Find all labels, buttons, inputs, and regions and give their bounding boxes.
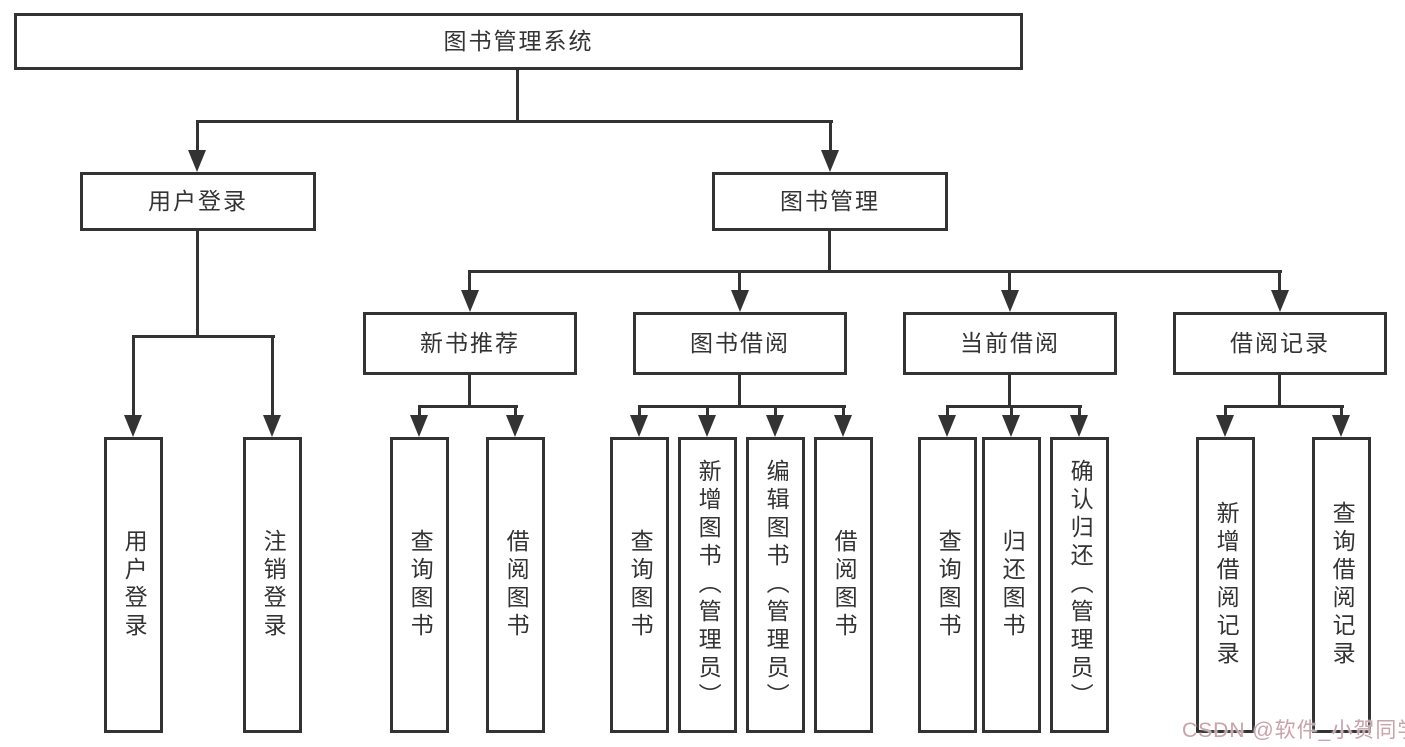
arrow-down-icon <box>506 415 524 437</box>
arrow-down-icon <box>1070 415 1088 437</box>
arrow-down-icon <box>698 415 716 437</box>
arrow-down-icon <box>188 150 206 172</box>
connector-hline <box>1224 405 1344 408</box>
connector-book-mgmt-drop <box>829 120 832 152</box>
leaf-add-books-admin: 新增图书（管理员） <box>678 437 737 733</box>
arrow-down-icon <box>1001 290 1019 312</box>
node-book-management: 图书管理 <box>712 172 948 231</box>
connector-drop <box>418 405 421 417</box>
connector-drop <box>638 405 641 417</box>
node-new-book-recommend-label: 新书推荐 <box>420 330 520 356</box>
node-user-login: 用户登录 <box>80 172 316 231</box>
arrow-down-icon <box>766 415 784 437</box>
connector-stub <box>738 375 741 405</box>
leaf-label: 查询图书 <box>935 529 962 641</box>
leaf-confirm-return-admin: 确认归还（管理员） <box>1050 437 1109 733</box>
leaf-label: 归还图书 <box>999 529 1026 641</box>
connector-hline <box>132 335 275 338</box>
arrow-down-icon <box>1216 415 1234 437</box>
connector-drop <box>132 335 135 417</box>
connector-hline <box>946 405 1082 408</box>
leaf-label: 新增图书（管理员） <box>695 459 722 711</box>
node-current-borrow-label: 当前借阅 <box>960 330 1060 356</box>
arrow-down-icon <box>410 415 428 437</box>
leaf-edit-books-admin: 编辑图书（管理员） <box>746 437 805 733</box>
node-borrow-record-label: 借阅记录 <box>1230 330 1330 356</box>
node-book-borrow: 图书借阅 <box>633 312 847 375</box>
node-root-label: 图书管理系统 <box>443 28 594 54</box>
leaf-label: 借阅图书 <box>831 529 858 641</box>
connector-drop <box>1340 405 1343 417</box>
connector-drop <box>842 405 845 417</box>
connector-drop <box>946 405 949 417</box>
connector-stub <box>196 231 199 335</box>
arrow-down-icon <box>630 415 648 437</box>
connector-root-hline <box>196 120 833 123</box>
connector-stub <box>828 231 831 270</box>
connector-stub <box>1278 375 1281 405</box>
leaf-label: 用户登录 <box>121 529 148 641</box>
leaf-return-books: 归还图书 <box>982 437 1041 733</box>
node-root: 图书管理系统 <box>14 13 1023 70</box>
leaf-query-books-recommend: 查询图书 <box>390 437 449 733</box>
connector-drop <box>271 335 274 417</box>
arrow-down-icon <box>1271 290 1289 312</box>
connector-user-login-drop <box>196 120 199 152</box>
connector-drop <box>1278 270 1281 292</box>
node-new-book-recommend: 新书推荐 <box>363 312 577 375</box>
connector-drop <box>514 405 517 417</box>
connector-drop <box>738 270 741 292</box>
connector-drop <box>1010 405 1013 417</box>
connector-drop <box>1224 405 1227 417</box>
arrow-down-icon <box>821 150 839 172</box>
connector-root-drop <box>516 70 519 120</box>
leaf-logout: 注销登录 <box>243 437 302 733</box>
leaf-query-books-borrow: 查询图书 <box>610 437 669 733</box>
arrow-down-icon <box>124 415 142 437</box>
arrow-down-icon <box>834 415 852 437</box>
node-user-login-label: 用户登录 <box>148 188 248 214</box>
node-current-borrow: 当前借阅 <box>903 312 1117 375</box>
leaf-borrow-books-recommend: 借阅图书 <box>486 437 545 733</box>
arrow-down-icon <box>1332 415 1350 437</box>
connector-hline <box>638 405 846 408</box>
leaf-add-borrow-record: 新增借阅记录 <box>1196 437 1255 733</box>
arrow-down-icon <box>938 415 956 437</box>
csdn-watermark: CSDN @软件_小贺同学 <box>1182 719 1405 742</box>
connector-drop <box>1008 270 1011 292</box>
node-book-borrow-label: 图书借阅 <box>690 330 790 356</box>
connector-drop <box>468 270 471 292</box>
arrow-down-icon <box>731 290 749 312</box>
node-borrow-record: 借阅记录 <box>1173 312 1387 375</box>
connector-stub <box>1008 375 1011 405</box>
leaf-label: 确认归还（管理员） <box>1067 459 1094 711</box>
leaf-query-books-current: 查询图书 <box>918 437 977 733</box>
leaf-label: 查询图书 <box>627 529 654 641</box>
leaf-label: 编辑图书（管理员） <box>763 459 790 711</box>
leaf-label: 查询借阅记录 <box>1329 501 1356 669</box>
arrow-down-icon <box>1002 415 1020 437</box>
leaf-label: 借阅图书 <box>503 529 530 641</box>
leaf-label: 查询图书 <box>407 529 434 641</box>
leaf-label: 注销登录 <box>260 529 287 641</box>
arrow-down-icon <box>263 415 281 437</box>
leaf-user-login: 用户登录 <box>104 437 163 733</box>
connector-drop <box>774 405 777 417</box>
connector-stub <box>468 375 471 405</box>
node-book-management-label: 图书管理 <box>780 188 880 214</box>
leaf-borrow-books: 借阅图书 <box>814 437 873 733</box>
leaf-label: 新增借阅记录 <box>1213 501 1240 669</box>
connector-hline <box>418 405 518 408</box>
leaf-query-borrow-record: 查询借阅记录 <box>1312 437 1371 733</box>
arrow-down-icon <box>461 290 479 312</box>
connector-drop <box>706 405 709 417</box>
connector-hline <box>468 270 1282 273</box>
connector-drop <box>1078 405 1081 417</box>
